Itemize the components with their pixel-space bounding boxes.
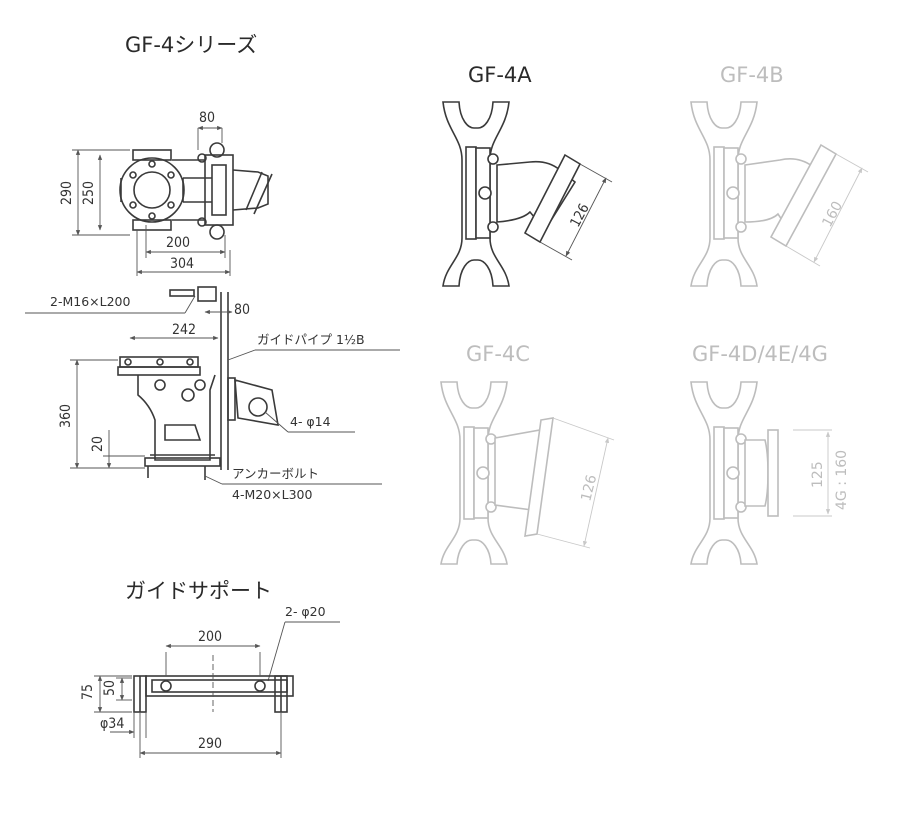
- dim-top-right: 80: [234, 302, 250, 318]
- hole-label: 4- φ14: [290, 414, 331, 429]
- bolt-label: 2-M16×L200: [50, 294, 130, 309]
- gs-dim-height-inner: 50: [102, 680, 118, 696]
- model-gf4a: GF-4A 126: [442, 63, 613, 287]
- gs-dim-span: 200: [198, 629, 222, 645]
- model-gf4d: GF-4D/4E/4G 125 4G : 160: [690, 342, 850, 565]
- dim-top-width: 80: [199, 110, 215, 126]
- model-gf4b-dim: 160: [819, 199, 846, 230]
- model-gf4a-dim: 126: [567, 201, 592, 230]
- guide-pipe-label: ガイドパイプ 1½B: [257, 332, 365, 347]
- dim-base: 20: [90, 436, 106, 452]
- dim-height: 360: [58, 404, 74, 428]
- model-gf4c-label: GF-4C: [466, 342, 530, 366]
- model-gf4b: GF-4B 160: [690, 63, 869, 287]
- model-gf4d-dim-b: 4G : 160: [834, 450, 850, 510]
- model-gf4c: GF-4C 126: [440, 342, 615, 565]
- side-view: 2-M16×L200 80 242 ガイドパイプ 1½B: [25, 286, 400, 502]
- dim-height-outer: 290: [59, 181, 75, 205]
- guide-support-view: ガイドサポート 2- φ20 200 75 50 φ34: [80, 579, 340, 758]
- anchor-spec: 4-M20×L300: [232, 487, 312, 502]
- model-gf4d-label: GF-4D/4E/4G: [692, 342, 828, 366]
- model-gf4d-dim-a: 125: [810, 461, 826, 488]
- guide-support-hole-label: 2- φ20: [285, 604, 326, 619]
- dim-width-outer: 304: [170, 256, 194, 272]
- top-view: 80 290 250 200 304: [59, 110, 273, 276]
- dim-height-inner: 250: [81, 181, 97, 205]
- series-title: GF-4シリーズ: [125, 33, 257, 57]
- gs-dim-height-outer: 75: [80, 684, 96, 700]
- gs-dim-width: 290: [198, 736, 222, 752]
- model-gf4a-label: GF-4A: [468, 63, 532, 87]
- anchor-label: アンカーボルト: [232, 466, 319, 481]
- guide-support-title: ガイドサポート: [125, 579, 272, 603]
- dim-width-inner: 200: [166, 235, 190, 251]
- model-gf4b-label: GF-4B: [720, 63, 784, 87]
- model-gf4c-dim: 126: [578, 473, 600, 503]
- gs-dim-diameter: φ34: [100, 716, 124, 732]
- dim-width: 242: [172, 322, 196, 338]
